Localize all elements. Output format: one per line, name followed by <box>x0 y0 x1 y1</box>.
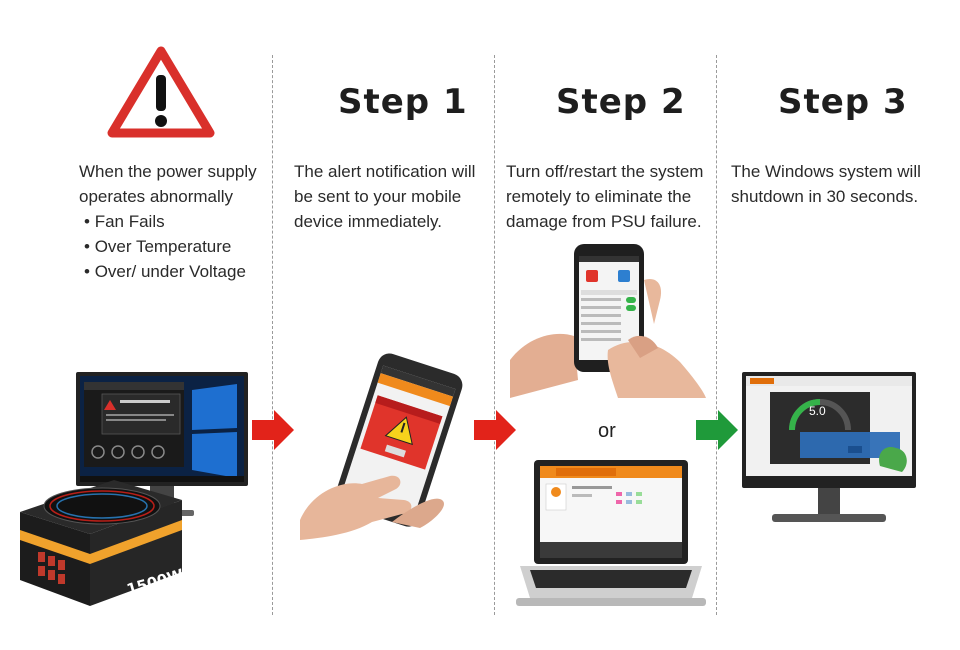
arrow-right-green-icon <box>696 410 738 450</box>
step-1-title: Step 1 <box>338 82 468 122</box>
step-2-line-3: damage from PSU failure. <box>506 212 702 231</box>
step-3-line-2: shutdown in 30 seconds. <box>731 187 919 206</box>
bullet-dot: • <box>84 237 90 256</box>
laptop-web-portal-image <box>516 460 706 606</box>
arrow-right-red-icon <box>252 410 294 450</box>
warning-triangle-icon <box>107 46 215 138</box>
intro-line-1: When the power supply <box>79 162 257 181</box>
intro-text: When the power supply operates abnormall… <box>79 159 257 209</box>
bullet-dot: • <box>84 212 90 231</box>
step-2-description: Turn off/restart the system remotely to … <box>506 159 703 234</box>
step-3-description: The Windows system will shutdown in 30 s… <box>731 159 921 209</box>
column-divider-1 <box>272 55 273 615</box>
step-2-line-1: Turn off/restart the system <box>506 162 704 181</box>
phone-remote-control-image <box>510 244 706 398</box>
step-3-line-1: The Windows system will <box>731 162 921 181</box>
step-2-line-2: remotely to eliminate the <box>506 187 692 206</box>
step-1-line-3: device immediately. <box>294 212 443 231</box>
intro-bullet-3: • Over/ under Voltage <box>84 262 246 282</box>
bullet-text: Over Temperature <box>94 237 232 256</box>
desktop-monitor-alert-image <box>76 372 248 516</box>
phone-alert-image <box>300 353 463 540</box>
intro-bullet-2: • Over Temperature <box>84 237 231 257</box>
bullet-dot: • <box>84 262 90 281</box>
bullet-text: Fan Fails <box>94 212 165 231</box>
column-divider-2 <box>494 55 495 615</box>
intro-bullet-1: • Fan Fails <box>84 212 165 232</box>
psu-unit-image <box>20 480 182 606</box>
intro-line-2: operates abnormally <box>79 187 234 206</box>
step-2-title: Step 2 <box>556 82 686 122</box>
column-divider-3 <box>716 55 717 615</box>
monitor-shutdown-image <box>742 372 916 522</box>
shutdown-gauge-value: 5.0 <box>809 404 826 418</box>
step-3-title: Step 3 <box>778 82 908 122</box>
or-separator: or <box>598 420 616 442</box>
bullet-text: Over/ under Voltage <box>94 262 246 281</box>
step-1-description: The alert notification will be sent to y… <box>294 159 475 234</box>
step-1-line-1: The alert notification will <box>294 162 476 181</box>
arrow-right-red-icon <box>474 410 516 450</box>
step-1-line-2: be sent to your mobile <box>294 187 462 206</box>
